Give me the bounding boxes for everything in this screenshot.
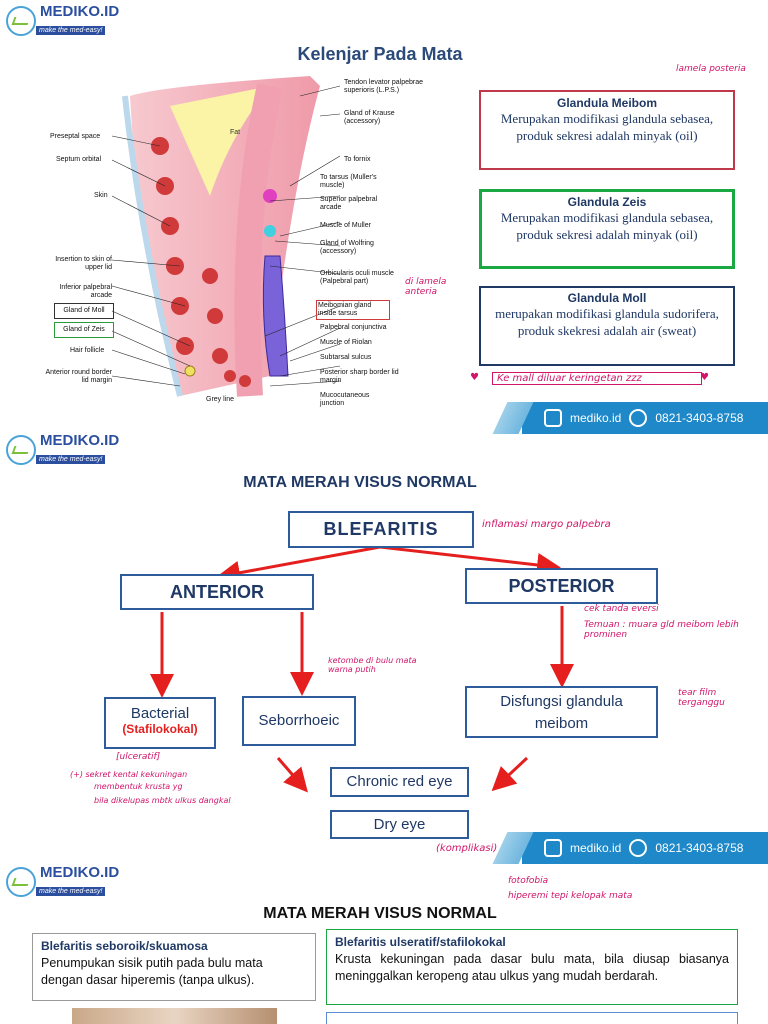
glandula-zeis-text: Merupakan modifikasi glandula sebasea, p… <box>500 210 714 242</box>
label-skin: Skin <box>94 192 108 199</box>
note-sekret: (+) sekret kental kekuningan <box>70 770 188 779</box>
label-gland-of-zeis: Gland of Zeis <box>54 322 114 338</box>
label-insertion-skin: Insertion to skin of upper lid <box>55 256 112 271</box>
note-inflamasi: inflamasi margo palpebra <box>482 519 611 530</box>
blefaritis-box: BLEFARITIS <box>288 511 474 548</box>
brand-tagline: make the med-easy! <box>36 887 106 896</box>
slide2-title: MATA MERAH VISUS NORMAL <box>243 474 477 491</box>
posterior-box: POSTERIOR <box>465 568 658 604</box>
label-tendon-lps: Tendon levator palpebrae superioris (L.P… <box>344 79 424 94</box>
glandula-moll-title: Glandula Moll <box>567 291 647 305</box>
brand-name: MEDIKO.ID <box>40 432 120 449</box>
note-lamela-posteria: lamela posteria <box>676 64 746 74</box>
note-ulkus-dangkal: bila dikelupas mbtk ulkus dangkal <box>94 796 231 805</box>
label-grey-line: Grey line <box>206 396 235 403</box>
glandula-moll-box: Glandula Moll merupakan modifikasi gland… <box>479 286 735 366</box>
phone-number: 0821-3403-8758 <box>655 411 744 425</box>
heart-right-icon: ♥ <box>700 372 709 383</box>
bacterial-box: Bacterial (Stafilokokal) <box>104 697 216 749</box>
note-ulceratif: [ulceratif] <box>116 752 161 762</box>
label-preseptal-space: Preseptal space <box>50 133 101 140</box>
label-to-fornix: To fornix <box>344 156 371 163</box>
phone-number: 0821-3403-8758 <box>655 841 744 855</box>
ulseratif-title: Blefaritis ulseratif/stafilokokal <box>335 935 506 949</box>
note-ketombe: ketombe di bulu mata warna putih <box>328 656 417 674</box>
flowchart-arrows <box>150 545 574 793</box>
note-tear-film: tear film terganggu <box>678 688 725 708</box>
label-muscle-of-riolan: Muscle of Riolan <box>320 339 372 346</box>
note-fotofobia: fotofobia <box>508 876 549 886</box>
label-gland-of-moll: Gland of Moll <box>54 303 114 319</box>
glandula-meibom-box: Glandula Meibom Merupakan modifikasi gla… <box>479 90 735 170</box>
whatsapp-icon <box>629 409 648 427</box>
anterior-box: ANTERIOR <box>120 574 314 610</box>
next-panel-edge <box>326 1012 738 1024</box>
clinical-photo <box>72 1008 277 1024</box>
label-inferior-palpebral-arcade: Inferior palpebral arcade <box>59 284 112 299</box>
whatsapp-icon <box>629 839 648 857</box>
slide1-title: Kelenjar Pada Mata <box>297 44 463 64</box>
label-mucocutaneous-junction: Mucocutaneous junction <box>320 392 370 407</box>
instagram-handle: mediko.id <box>570 411 622 425</box>
label-subtarsal-sulcus: Subtarsal sulcus <box>320 354 372 361</box>
glandula-zeis-box: Glandula Zeis Merupakan modifikasi gland… <box>479 189 735 269</box>
brand-logo: MEDIKO.ID make the med-easy! <box>6 4 119 37</box>
glandula-meibom-text: Merupakan modifikasi glandula sebasea, p… <box>500 111 714 143</box>
stethoscope-icon <box>6 434 36 465</box>
instagram-handle: mediko.id <box>570 841 622 855</box>
instagram-icon <box>544 839 562 857</box>
label-palpebral-conjunctiva: Palpebral conjunctiva <box>320 324 387 331</box>
brand-logo-3: MEDIKO.ID make the med-easy! <box>6 865 119 898</box>
note-lamela-anterior: di lamela anteria <box>405 277 447 297</box>
label-muscle-of-muller: Muscle of Muller <box>320 222 371 229</box>
note-cek-eversi: cek tanda eversi <box>584 604 659 614</box>
glandula-meibom-title: Glandula Meibom <box>556 96 657 110</box>
label-superior-palpebral-arcade: Superior palpebral arcade <box>320 196 378 211</box>
fat-label: Fat <box>230 129 240 136</box>
chronic-red-eye-box: Chronic red eye <box>330 767 469 797</box>
eyelid-anatomy-illustration: Fat <box>120 76 340 406</box>
stethoscope-icon <box>6 866 36 897</box>
label-posterior-sharp-border: Posterior sharp border lid margin <box>320 369 399 384</box>
stethoscope-icon <box>6 5 36 36</box>
brand-tagline: make the med-easy! <box>36 26 106 35</box>
heart-left-icon: ♥ <box>470 372 479 383</box>
bacterial-label: Bacterial <box>130 705 190 722</box>
anatomy-leader-lines <box>111 85 341 387</box>
label-gland-of-krause: Gland of Krause (accessory) <box>344 110 395 125</box>
label-to-tarsus: To tarsus (Muller's muscle) <box>320 174 377 189</box>
label-orbicularis-oculi: Orbicularis oculi muscle (Palpebral part… <box>320 270 394 285</box>
blefaritis-seboroik-panel: Blefaritis seboroik/skuamosa Penumpukan … <box>32 933 316 1001</box>
stafilokokal-label: (Stafilokokal) <box>122 722 198 736</box>
seboroik-title: Blefaritis seboroik/skuamosa <box>41 939 208 953</box>
slide3-title: MATA MERAH VISUS NORMAL <box>263 905 497 922</box>
label-gland-of-wolfring: Gland of Wolfring (accessory) <box>320 240 374 255</box>
note-temuan: Temuan : muara gld meibom lebih prominen <box>584 620 739 640</box>
note-komplikasi: (komplikasi) <box>436 843 498 854</box>
brand-name: MEDIKO.ID <box>40 3 120 20</box>
note-ke-mall: Ke mall diluar keringetan zzz <box>492 372 702 385</box>
label-anterior-round-border: Anterior round border lid margin <box>45 369 112 384</box>
glandula-moll-text: merupakan modifikasi glandula sudorifera… <box>495 306 719 338</box>
brand-name: MEDIKO.ID <box>40 864 120 881</box>
brand-logo-2: MEDIKO.ID make the med-easy! <box>6 433 119 466</box>
seboroik-text: Penumpukan sisik putih pada bulu mata de… <box>41 956 263 987</box>
blefaritis-ulseratif-panel: Blefaritis ulseratif/stafilokokal Krusta… <box>326 929 738 1005</box>
slide2-footer: mediko.id 0821-3403-8758 <box>492 832 768 864</box>
glandula-zeis-title: Glandula Zeis <box>567 195 647 209</box>
disfungsi-box: Disfungsi glandula meibom <box>465 686 658 738</box>
instagram-icon <box>544 409 562 427</box>
brand-tagline: make the med-easy! <box>36 455 106 464</box>
slide1-footer: mediko.id 0821-3403-8758 <box>492 402 768 434</box>
note-krusta: membentuk krusta yg <box>94 782 183 791</box>
ulseratif-text: Krusta kekuningan pada dasar bulu mata, … <box>335 952 729 983</box>
label-meibomian-gland: Meibomian gland inside tarsus <box>316 300 390 320</box>
seborrhoeic-box: Seborrhoeic <box>242 696 356 746</box>
note-hiperemi: hiperemi tepi kelopak mata <box>508 891 633 901</box>
label-septum-orbital: Septum orbital <box>56 156 102 163</box>
label-hair-follicle: Hair follicle <box>70 347 105 354</box>
dry-eye-box: Dry eye <box>330 810 469 839</box>
